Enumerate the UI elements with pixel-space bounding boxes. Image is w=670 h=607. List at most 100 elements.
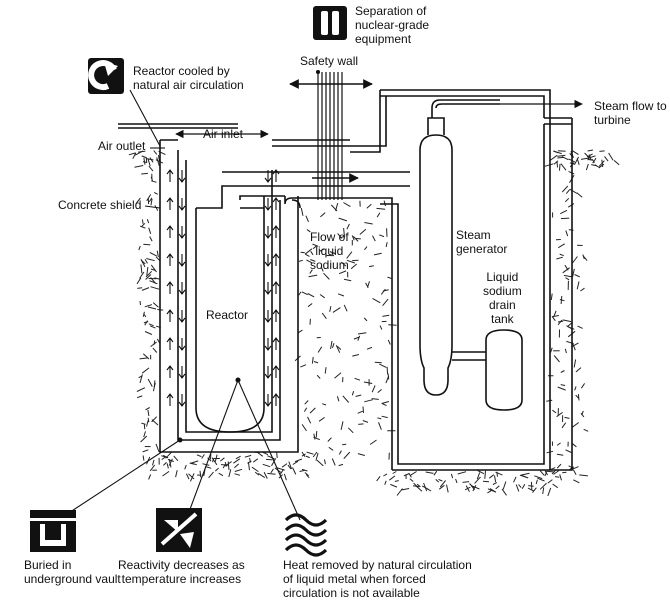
air-flow-arrow: [265, 338, 271, 350]
ground-stroke: [560, 474, 562, 480]
ground-stroke: [300, 365, 306, 367]
legend-vault-line-2: underground vault: [24, 572, 121, 586]
air-flow-arrow: [265, 310, 271, 322]
ground-stroke: [572, 423, 578, 428]
separation-line-1: Separation of: [355, 4, 429, 18]
ground-stroke: [573, 470, 576, 475]
ground-stroke: [382, 402, 389, 404]
ground-stroke: [502, 489, 507, 495]
ground-stroke: [360, 229, 366, 234]
ground-stroke: [352, 355, 359, 357]
ground-stroke: [298, 330, 302, 333]
ground-stroke: [151, 342, 157, 347]
steam-flow-line-1: Steam flow to: [594, 99, 667, 113]
ground-stroke: [333, 343, 335, 348]
wavy-lines-icon: [286, 515, 326, 555]
ground-stroke: [202, 454, 205, 458]
ground-stroke: [344, 305, 347, 311]
ground-stroke: [555, 477, 559, 478]
ground-stroke: [516, 485, 519, 492]
ground-stroke: [143, 312, 144, 317]
ground-stroke: [497, 472, 498, 477]
ground-stroke: [382, 416, 388, 417]
ground-stroke: [487, 490, 492, 493]
ground-stroke: [145, 305, 152, 307]
ground-stroke: [576, 368, 581, 372]
ground-stroke: [568, 204, 574, 208]
drain-tank-line-2: sodium: [483, 284, 522, 298]
ground-stroke: [564, 275, 572, 277]
ground-stroke: [553, 151, 561, 154]
ground-stroke: [352, 235, 354, 240]
ground-stroke: [236, 456, 241, 459]
air-flow-arrow: [265, 366, 271, 378]
ground-stroke: [137, 388, 145, 392]
air-flow-arrow: [265, 394, 271, 406]
ground-stroke: [393, 472, 397, 474]
reactor-cooled-label: Reactor cooled by natural air circulatio…: [133, 64, 244, 92]
ground-stroke: [560, 210, 567, 213]
ground-stroke: [489, 475, 494, 479]
ground-stroke: [584, 429, 589, 431]
ground-stroke: [563, 268, 570, 273]
air-flow-arrow: [167, 310, 173, 322]
ground-stroke: [322, 313, 326, 319]
ground-stroke: [551, 294, 552, 300]
ground-stroke: [561, 218, 569, 219]
ground-stroke: [336, 203, 338, 211]
ground-stroke: [154, 340, 155, 344]
ground-stroke: [551, 348, 553, 353]
ground-stroke: [142, 156, 147, 158]
ground-stroke: [556, 257, 562, 259]
ground-stroke: [522, 484, 525, 489]
ground-stroke: [561, 371, 565, 373]
ground-stroke: [139, 246, 141, 250]
ground-stroke: [377, 476, 381, 481]
ground-stroke: [293, 468, 296, 475]
ground-stroke: [566, 450, 572, 453]
ground-stroke: [215, 468, 218, 471]
ground-stroke: [153, 303, 158, 308]
legend-vault-text: Buried in underground vault: [24, 558, 121, 586]
ground-stroke: [540, 471, 544, 476]
ground-stroke: [152, 420, 158, 425]
ground-stroke: [348, 428, 353, 433]
ground-stroke: [379, 422, 382, 429]
ground-stroke: [149, 475, 151, 480]
ground-stroke: [381, 289, 385, 294]
ground-stroke: [339, 218, 347, 221]
ground-stroke: [143, 244, 150, 245]
ground-stroke: [140, 358, 148, 359]
ground-stroke: [191, 461, 198, 463]
vault-icon: [30, 510, 76, 552]
ground-stroke: [548, 488, 551, 496]
air-flow-arrow: [167, 338, 173, 350]
air-flow-arrow: [273, 282, 279, 294]
ground-stroke: [140, 301, 141, 305]
ground-stroke: [144, 431, 146, 437]
ground-stroke: [314, 362, 318, 363]
air-flow-arrow: [179, 338, 185, 350]
ground-stroke: [351, 264, 357, 269]
ground-stroke: [554, 356, 559, 363]
legend-heat-line-3: circulation is not available: [283, 586, 472, 600]
ground-stroke: [149, 228, 151, 234]
ground-stroke: [578, 394, 579, 400]
ground-stroke: [343, 203, 350, 207]
ground-stroke: [543, 487, 544, 494]
ground-stroke: [267, 456, 274, 459]
ground-stroke: [301, 208, 303, 216]
ground-stroke: [142, 368, 149, 373]
ground-stroke: [370, 440, 376, 445]
ground-stroke: [583, 255, 585, 259]
ground-stroke: [377, 213, 380, 217]
ground-stroke: [141, 173, 148, 174]
ground-stroke: [373, 236, 376, 242]
ground-stroke: [557, 155, 565, 156]
ground-stroke: [478, 471, 484, 474]
ground-stroke: [304, 408, 306, 412]
concrete-shield-label: Concrete shield: [58, 198, 141, 212]
ground-stroke: [267, 473, 275, 474]
ground-stroke: [560, 254, 564, 256]
